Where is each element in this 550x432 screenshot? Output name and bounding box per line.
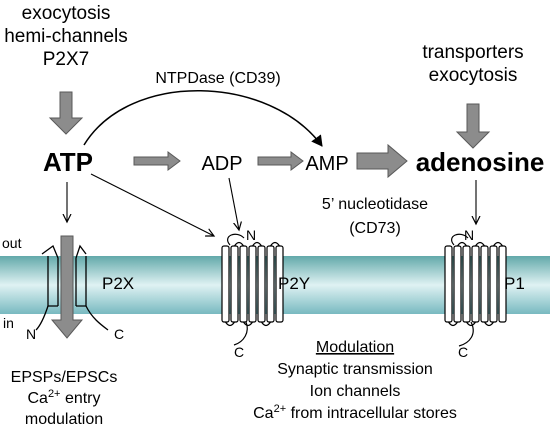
effect-modulation: modulation (25, 411, 103, 428)
ntpdase-curve-arrow (83, 90, 323, 147)
transmembrane-helix (266, 245, 275, 323)
p1-n-terminus: N (464, 227, 474, 243)
p2y-c-terminus: C (234, 344, 244, 360)
helix-loop (224, 321, 236, 327)
release-arrow-adenosine (455, 103, 491, 149)
source-hemi-channels: hemi-channels (4, 26, 128, 47)
molecule-atp: ATP (43, 147, 93, 177)
p1-c-terminus: C (458, 344, 468, 360)
transmembrane-helix (257, 245, 266, 323)
transmembrane-helix (489, 245, 498, 323)
source-transporters: transporters (422, 42, 523, 63)
helix-loop (492, 241, 504, 247)
helix-loop (483, 321, 495, 327)
p2x-pore-flux-arrow (50, 235, 84, 339)
modulation-ion-channels: Ion channels (310, 383, 401, 400)
arrow-adp-to-amp (257, 151, 304, 171)
molecule-adp: ADP (201, 153, 242, 175)
p2y-label: P2Y (278, 274, 310, 293)
helix-loop (456, 241, 468, 247)
cd73-label-line1: 5’ nucleotidase (322, 196, 428, 213)
transmembrane-helix (471, 245, 480, 323)
transmembrane-helix (275, 245, 284, 323)
atp-sources: exocytosis hemi-channels P2X7 (4, 3, 128, 70)
p2x-label: P2X (102, 274, 134, 293)
transmembrane-helix (239, 245, 248, 323)
p1-label: P1 (504, 274, 525, 293)
helix-loop (269, 241, 281, 247)
p2y-receptor (221, 233, 284, 346)
transmembrane-helix (221, 245, 230, 323)
modulation-calcium-charge: 2+ (274, 403, 287, 415)
source-p2x7: P2X7 (43, 49, 89, 70)
helix-loop (251, 241, 263, 247)
effect-epsps: EPSPs/EPSCs (11, 369, 118, 386)
transmembrane-helix (453, 245, 462, 323)
out-label: out (2, 235, 22, 251)
p2x-c-terminus: C (114, 326, 124, 342)
transmembrane-helix (230, 245, 239, 323)
modulation-title: Modulation (316, 339, 394, 356)
release-arrow-atp (48, 91, 84, 135)
arrow-amp-to-adenosine (356, 143, 408, 179)
in-label: in (3, 315, 14, 331)
helix-loop (260, 321, 272, 327)
helix-loop (233, 241, 245, 247)
molecule-adenosine: adenosine (416, 147, 545, 177)
atp-to-p2y-arrow (90, 173, 214, 236)
p2x-receptor (35, 244, 109, 331)
modulation-synaptic-transmission: Synaptic transmission (277, 361, 433, 378)
entry-word: entry (65, 390, 101, 407)
modulation-stores-text: from intracellular stores (291, 405, 457, 422)
helix-loop (242, 321, 254, 327)
helix-loop (474, 241, 486, 247)
transmembrane-helix (248, 245, 257, 323)
adenosine-sources: transporters exocytosis (422, 42, 523, 86)
arrow-atp-to-adp (133, 151, 181, 171)
transmembrane-helix (462, 245, 471, 323)
effect-calcium-entry: Ca2+ entry (27, 388, 100, 407)
cd73-label-line2: (CD73) (349, 220, 401, 237)
helix-loop (465, 321, 477, 327)
modulation-calcium-stores: Ca2+ from intracellular stores (253, 403, 457, 422)
modulation-calcium-symbol: Ca (253, 405, 274, 422)
modulation-block: Modulation Synaptic transmission Ion cha… (253, 339, 457, 422)
molecule-amp: AMP (305, 153, 348, 175)
p1-receptor (444, 233, 507, 347)
p2y-n-terminus: N (246, 227, 256, 243)
transmembrane-helix (498, 245, 507, 323)
ntpdase-label: NTPDase (CD39) (155, 70, 280, 87)
transmembrane-helix (480, 245, 489, 323)
calcium-charge: 2+ (48, 388, 61, 400)
source-exocytosis-right: exocytosis (429, 65, 518, 86)
source-exocytosis: exocytosis (22, 3, 111, 24)
adp-to-p2y-arrow (228, 177, 239, 230)
p2x-effects: EPSPs/EPSCs Ca2+ entry modulation (11, 369, 118, 428)
helix-loop (447, 321, 459, 327)
calcium-symbol: Ca (27, 390, 48, 407)
transmembrane-helix (444, 245, 453, 323)
p2x-n-terminus: N (26, 326, 36, 342)
